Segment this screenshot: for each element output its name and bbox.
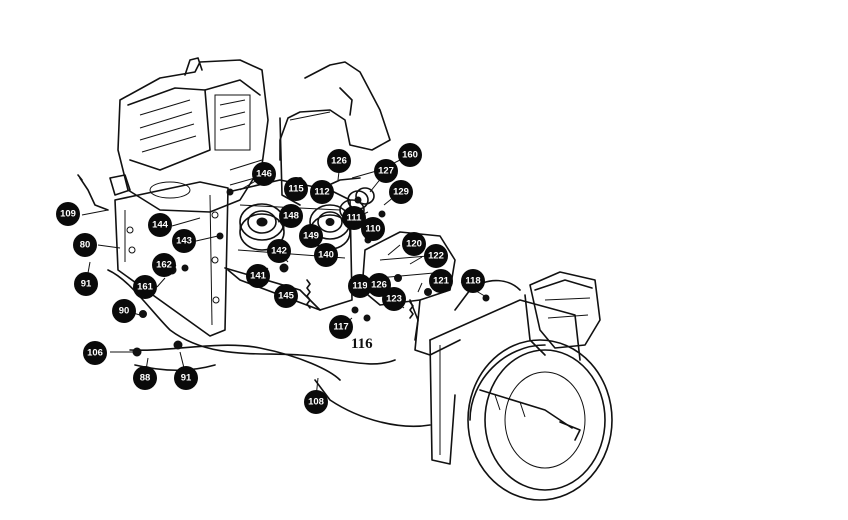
callout-80: 80 <box>73 233 97 257</box>
belt-cover <box>279 61 391 206</box>
svg-text:144: 144 <box>152 220 169 231</box>
callout-129: 129 <box>389 180 413 204</box>
svg-text:91: 91 <box>181 373 192 384</box>
callout-120: 120 <box>402 232 426 256</box>
svg-text:148: 148 <box>283 211 299 222</box>
callout-111: 111 <box>342 206 366 230</box>
callout-126: 126 <box>367 273 391 297</box>
callout-121: 121 <box>429 269 453 293</box>
callout-109: 109 <box>56 202 80 226</box>
callout-108: 108 <box>304 390 328 414</box>
svg-text:129: 129 <box>393 187 409 198</box>
svg-text:127: 127 <box>378 166 394 177</box>
svg-text:121: 121 <box>433 276 450 287</box>
svg-text:110: 110 <box>365 224 380 235</box>
svg-text:141: 141 <box>250 271 267 282</box>
label-116: 116 <box>351 336 373 352</box>
callout-162: 162 <box>152 253 176 277</box>
discharge-chute <box>524 271 601 356</box>
callout-160: 160 <box>398 143 422 167</box>
svg-text:88: 88 <box>140 373 151 384</box>
callout-110: 110 <box>361 217 385 241</box>
callout-161: 161 <box>133 275 157 299</box>
callout-106: 106 <box>83 341 107 365</box>
svg-text:162: 162 <box>156 260 172 271</box>
callout-141: 141 <box>246 264 270 288</box>
svg-text:118: 118 <box>465 276 480 287</box>
svg-text:146: 146 <box>256 169 272 180</box>
svg-text:80: 80 <box>80 240 91 251</box>
callout-112: 112 <box>310 180 334 204</box>
svg-text:108: 108 <box>308 397 324 408</box>
callout-148: 148 <box>279 204 303 228</box>
svg-text:123: 123 <box>386 294 402 305</box>
callout-91: 91 <box>74 272 98 296</box>
svg-text:111: 111 <box>347 213 363 224</box>
callout-88: 88 <box>133 366 157 390</box>
callout-126: 126 <box>327 149 351 173</box>
svg-text:91: 91 <box>81 279 92 290</box>
svg-text:161: 161 <box>137 282 154 293</box>
washer-127 <box>355 187 375 205</box>
svg-text:115: 115 <box>288 184 304 195</box>
callout-117: 117 <box>329 315 353 339</box>
callout-144: 144 <box>148 213 172 237</box>
auger-housing <box>429 299 613 501</box>
svg-text:140: 140 <box>318 250 334 261</box>
svg-text:143: 143 <box>176 236 192 247</box>
svg-text:106: 106 <box>87 348 103 359</box>
svg-text:126: 126 <box>331 156 347 167</box>
svg-text:117: 117 <box>333 322 348 333</box>
callout-123: 123 <box>382 287 406 311</box>
svg-text:109: 109 <box>60 209 76 220</box>
svg-text:149: 149 <box>303 231 319 242</box>
svg-text:122: 122 <box>428 251 444 262</box>
callout-90: 90 <box>112 299 136 323</box>
svg-text:120: 120 <box>406 239 422 250</box>
callout-140: 140 <box>314 243 338 267</box>
callout-91: 91 <box>174 366 198 390</box>
svg-text:112: 112 <box>314 187 329 198</box>
engine <box>117 57 269 213</box>
callout-143: 143 <box>172 229 196 253</box>
svg-text:145: 145 <box>278 291 295 302</box>
callout-115: 115 <box>284 177 308 201</box>
spring-center <box>306 279 311 309</box>
callout-118: 118 <box>461 269 485 293</box>
svg-text:126: 126 <box>371 280 387 291</box>
callout-145: 145 <box>274 284 298 308</box>
callout-119: 119 <box>348 274 372 298</box>
callout-127: 127 <box>374 159 398 183</box>
svg-text:119: 119 <box>352 281 367 292</box>
callout-122: 122 <box>424 244 448 268</box>
svg-text:160: 160 <box>402 150 418 161</box>
svg-text:90: 90 <box>119 306 130 317</box>
left-mounting-plate <box>77 174 229 337</box>
callout-149: 149 <box>299 224 323 248</box>
callout-142: 142 <box>267 239 291 263</box>
svg-text:142: 142 <box>271 246 287 257</box>
callout-146: 146 <box>252 162 276 186</box>
spring-right <box>409 301 414 319</box>
